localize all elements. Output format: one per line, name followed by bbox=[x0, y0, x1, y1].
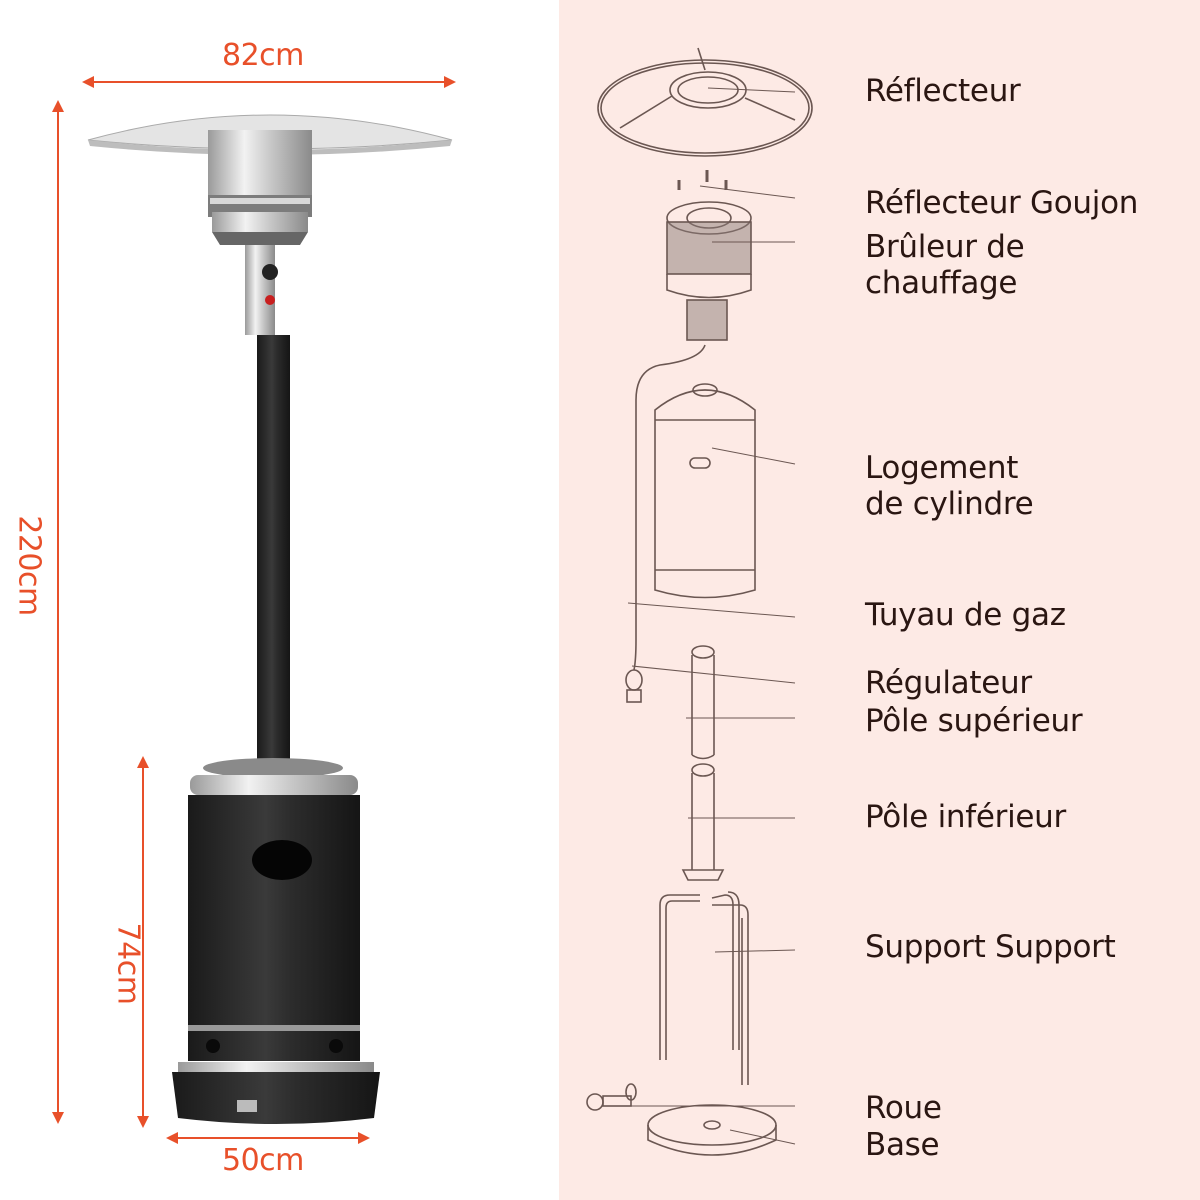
label-wheel: Roue bbox=[865, 1090, 942, 1126]
label-lower-pole: Pôle inférieur bbox=[865, 799, 1066, 835]
dimension-arrows bbox=[52, 76, 456, 1144]
width-dimension-label: 82cm bbox=[222, 38, 304, 73]
label-upper-pole: Pôle supérieur bbox=[865, 703, 1083, 739]
label-cylinder-housing-line2: de cylindre bbox=[865, 486, 1034, 522]
label-base: Base bbox=[865, 1127, 940, 1163]
label-heating-burner-line1: Brûleur de bbox=[865, 229, 1025, 265]
label-support: Support Support bbox=[865, 929, 1116, 965]
base-housing-photo bbox=[172, 758, 380, 1124]
base-height-dimension-label: 74cm bbox=[110, 922, 146, 1005]
label-heating-burner: Brûleur de chauffage bbox=[865, 229, 1025, 301]
label-heating-burner-line2: chauffage bbox=[865, 265, 1018, 301]
pole-photo bbox=[257, 335, 290, 765]
base-width-dimension-label: 50cm bbox=[222, 1143, 304, 1178]
label-cylinder-housing-line1: Logement bbox=[865, 450, 1019, 486]
label-reflector-stud: Réflecteur Goujon bbox=[865, 185, 1139, 221]
burner-photo bbox=[208, 130, 312, 335]
total-height-dimension-label: 220cm bbox=[11, 515, 47, 616]
label-cylinder-housing: Logement de cylindre bbox=[865, 450, 1034, 522]
patio-heater-illustration bbox=[52, 76, 456, 1144]
label-regulator: Régulateur bbox=[865, 665, 1032, 701]
label-gas-hose: Tuyau de gaz bbox=[865, 597, 1066, 633]
label-reflector: Réflecteur bbox=[865, 73, 1021, 109]
